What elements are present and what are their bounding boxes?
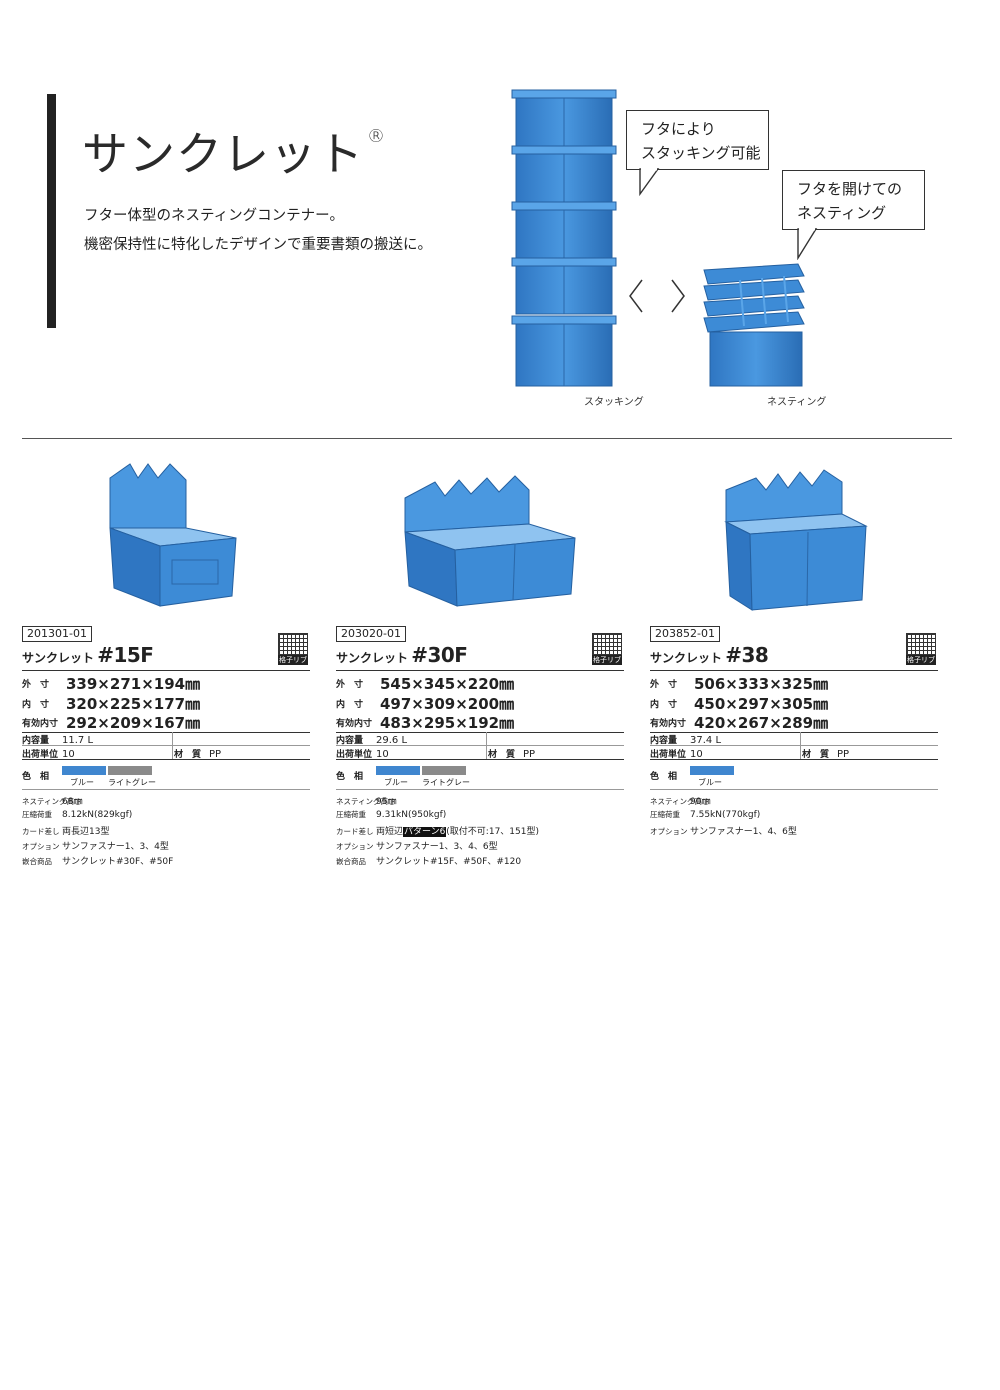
speech-bubble-nesting: フタを開けての ネスティング — [782, 170, 925, 230]
nested-containers — [703, 263, 805, 387]
lattice-rib-icon — [592, 633, 622, 655]
hero-illustration — [511, 89, 805, 387]
spec-compatible: 嵌合商品サンクレット#30F、#50F — [22, 857, 174, 867]
bubble-tail-nesting — [797, 228, 818, 260]
lattice-rib-badge: 格子リブ — [906, 633, 936, 665]
caption-stacking: スタッキング — [584, 397, 644, 408]
color-swatch-gray — [108, 766, 152, 775]
lattice-rib-icon — [906, 633, 936, 655]
color-row-label: 色 相 — [22, 772, 50, 782]
spec-compatible: 嵌合商品サンクレット#15F、#50F、#120 — [336, 857, 522, 867]
title-accent-bar — [47, 94, 56, 328]
spec-card-holder: カード差し両短辺パターン6(取付不可:17、151型) — [336, 827, 539, 837]
product-code: 201301-01 — [22, 626, 92, 642]
spec-options: オプションサンファスナー1、3、4、6型 — [336, 842, 498, 852]
color-swatch-blue — [376, 766, 420, 775]
lattice-rib-icon — [278, 633, 308, 655]
description-line-2: 機密保持性に特化したデザインで重要書類の搬送に。 — [84, 237, 432, 253]
caption-nesting: ネスティング — [767, 397, 827, 408]
pattern-badge: パターン6 — [403, 827, 447, 837]
lattice-rib-badge: 格子リブ — [592, 633, 622, 665]
page-title: サンクレット® — [82, 126, 386, 181]
speech-bubble-stacking: フタにより スタッキング可能 — [626, 110, 769, 170]
product-name: サンクレット #30F — [336, 643, 468, 667]
spec-options: オプションサンファスナー1、3、4型 — [22, 842, 169, 852]
product-code: 203852-01 — [650, 626, 720, 642]
color-swatch-gray — [422, 766, 466, 775]
color-swatch-blue — [690, 766, 734, 775]
spec-nesting-height: ネスティング高さ95㎜ — [336, 797, 397, 807]
product-image-15f — [109, 463, 237, 607]
product-image-38 — [724, 469, 868, 611]
color-row-label: 色 相 — [650, 772, 678, 782]
bubble-tail-stacking — [639, 168, 660, 196]
spec-nesting-height: ネスティング高さ90㎜ — [650, 797, 711, 807]
compare-arrows-icon — [629, 279, 685, 313]
color-swatch-blue — [62, 766, 106, 775]
stacked-containers — [511, 89, 617, 387]
product-code: 203020-01 — [336, 626, 406, 642]
product-name: サンクレット #38 — [650, 643, 769, 667]
registered-mark: ® — [367, 126, 386, 147]
section-divider — [22, 438, 952, 439]
lattice-rib-badge: 格子リブ — [278, 633, 308, 665]
spec-card-holder: カード差し両長辺13型 — [22, 827, 110, 837]
description-line-1: フター体型のネスティングコンテナー。 — [84, 208, 344, 224]
spec-nesting-height: ネスティング高さ68㎜ — [22, 797, 83, 807]
product-name: サンクレット #15F — [22, 643, 154, 667]
color-row-label: 色 相 — [336, 772, 364, 782]
spec-options: オプションサンファスナー1、4、6型 — [650, 827, 797, 837]
product-image-30f — [404, 475, 576, 607]
